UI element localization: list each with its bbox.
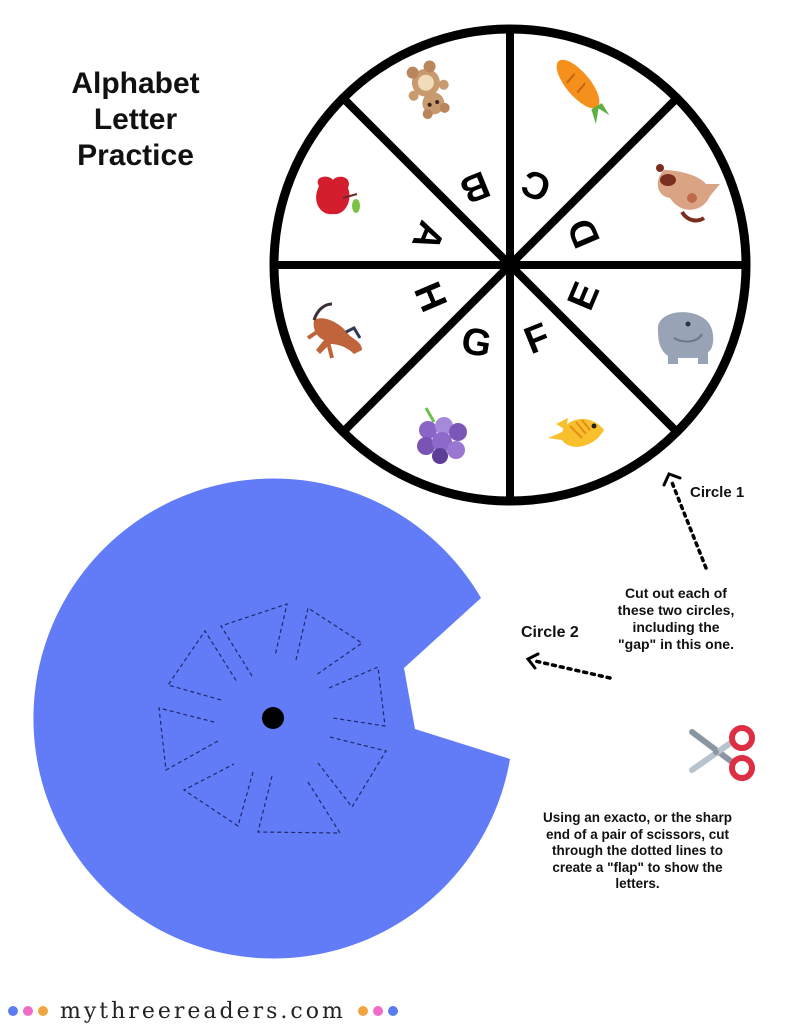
title-line-3: Practice <box>77 139 194 172</box>
circle-2-label: Circle 2 <box>521 624 579 641</box>
elephant-icon <box>657 312 714 364</box>
dot-icon <box>8 1006 18 1016</box>
circle-1: A B C D E F G H <box>269 24 751 506</box>
cut-out-instructions: Cut out each of these two circles, inclu… <box>617 585 735 652</box>
arrow-to-circle-1 <box>662 472 708 570</box>
wheel-spokes <box>274 29 746 501</box>
footer-branding: mythreereaders.com <box>8 996 398 1026</box>
dot-icon <box>387 1006 398 1016</box>
dot-icon <box>357 1006 368 1016</box>
title-line-2: Letter <box>93 103 178 136</box>
page-title: Alphabet Letter Practice <box>48 66 223 174</box>
carrot-icon <box>556 59 610 124</box>
flap-cut-lines <box>158 603 387 834</box>
footer-dots-right <box>357 1006 398 1016</box>
letter-g: G <box>458 320 494 366</box>
dot-icon <box>23 1006 33 1016</box>
circle-1-label: Circle 1 <box>690 484 745 501</box>
circle-2 <box>33 478 510 959</box>
grapes-icon <box>417 407 467 464</box>
dot-icon <box>38 1006 48 1016</box>
scissors-icon <box>689 725 755 781</box>
horse-icon <box>306 302 362 359</box>
dot-icon <box>372 1006 383 1016</box>
teddy-bear-icon <box>406 60 450 119</box>
center-hole <box>262 707 284 729</box>
footer-dots-left <box>8 1006 48 1016</box>
dog-icon <box>656 164 720 223</box>
arrow-to-circle-2 <box>525 652 612 680</box>
apple-icon <box>316 176 360 215</box>
fish-icon <box>548 418 604 447</box>
site-name: mythreereaders.com <box>60 998 346 1024</box>
flap-instructions: Using an exacto, or the sharp end of a p… <box>542 810 733 891</box>
title-line-1: Alphabet <box>71 67 200 100</box>
